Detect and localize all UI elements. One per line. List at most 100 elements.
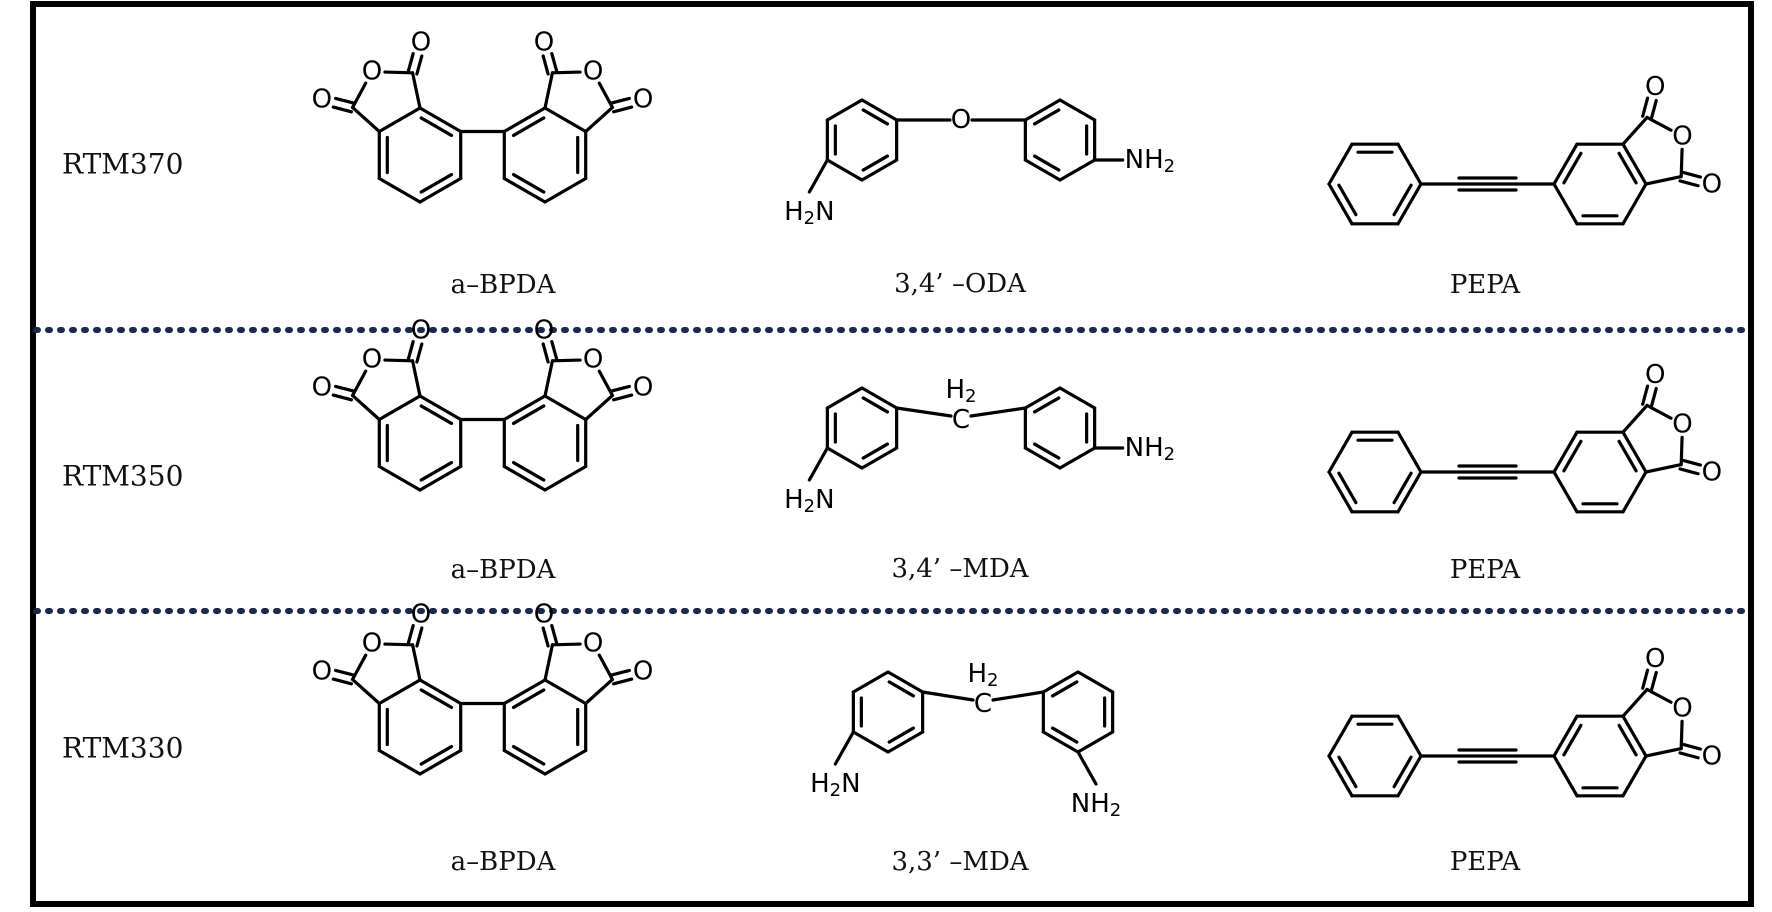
- bond: [612, 393, 634, 402]
- caption-diamine: 3,4’ –ODA: [894, 269, 1027, 299]
- caption-dianhydride: a–BPDA: [451, 555, 557, 585]
- bond: [1617, 439, 1638, 473]
- bond: [1644, 462, 1683, 474]
- bond: [543, 394, 588, 422]
- bond: [415, 54, 424, 76]
- bond: [541, 342, 550, 364]
- bond: [543, 748, 588, 776]
- atom-label: O: [1702, 458, 1722, 488]
- bond: [1617, 151, 1638, 185]
- bond: [1337, 471, 1358, 505]
- bond: [1649, 98, 1658, 121]
- bond: [1552, 142, 1579, 186]
- atom-label: O: [534, 599, 554, 629]
- bond: [543, 106, 588, 134]
- structure-pepa: OOO: [1327, 360, 1722, 514]
- bond: [333, 384, 356, 393]
- bond: [1621, 430, 1648, 474]
- bond: [1327, 182, 1354, 226]
- bond: [807, 446, 829, 482]
- atom-label: O: [411, 599, 431, 629]
- amine-label: NH2: [1125, 433, 1175, 465]
- bond: [1641, 96, 1650, 118]
- bond: [1621, 470, 1648, 514]
- caption-dianhydride: a–BPDA: [451, 847, 557, 877]
- bond: [1396, 714, 1423, 758]
- bond: [860, 98, 899, 122]
- bond: [331, 677, 353, 686]
- bond: [418, 176, 463, 204]
- bond: [1327, 470, 1354, 514]
- bond: [1678, 751, 1700, 760]
- bond: [807, 158, 829, 194]
- bond: [1023, 386, 1062, 410]
- bond: [1644, 746, 1683, 758]
- atom-label: O: [633, 84, 653, 114]
- bond: [502, 176, 547, 204]
- bond: [825, 98, 864, 122]
- bond: [419, 116, 454, 138]
- atom-label: O: [1672, 409, 1692, 439]
- atom-label: O: [583, 57, 603, 87]
- bond: [1552, 182, 1579, 226]
- bond: [543, 678, 588, 706]
- bond: [609, 668, 632, 677]
- bond: [1621, 142, 1648, 186]
- atom-label: O: [534, 315, 554, 345]
- bond: [1041, 730, 1080, 754]
- row-label: RTM350: [62, 460, 183, 493]
- amine-label: H2N: [810, 769, 860, 801]
- bond: [377, 394, 422, 422]
- atom-label: O: [583, 345, 603, 375]
- bond: [887, 726, 916, 744]
- bond: [861, 154, 890, 172]
- amine-label: H2N: [784, 197, 834, 229]
- bond: [419, 460, 454, 482]
- bond: [377, 464, 422, 492]
- bond: [1621, 754, 1648, 798]
- bond: [1023, 158, 1062, 182]
- bond: [410, 71, 422, 110]
- atom-label: O: [1645, 644, 1665, 674]
- bond: [1337, 183, 1358, 217]
- bond: [1058, 446, 1097, 470]
- bond: [1327, 142, 1354, 186]
- atom-label: O: [1702, 742, 1722, 772]
- bond: [502, 748, 547, 776]
- bond: [418, 106, 463, 134]
- bond: [609, 384, 632, 393]
- bond: [1023, 446, 1062, 470]
- caption-diamine: 3,4’ –MDA: [891, 554, 1029, 584]
- bond: [861, 396, 890, 414]
- bond: [825, 386, 864, 410]
- bond: [543, 176, 588, 204]
- bond: [1396, 754, 1423, 798]
- caption-dianhydride: a–BPDA: [451, 270, 557, 300]
- atom-label: O: [1672, 693, 1692, 723]
- bond: [377, 748, 422, 776]
- bond: [1327, 430, 1354, 474]
- bond: [1050, 726, 1079, 744]
- bond: [584, 677, 615, 706]
- bond: [502, 106, 547, 134]
- atom-label: O: [1672, 121, 1692, 151]
- bond: [550, 339, 559, 362]
- atom-label: O: [411, 27, 431, 57]
- bond: [1621, 403, 1649, 434]
- bond: [860, 386, 899, 410]
- bond: [377, 106, 422, 134]
- bond: [825, 158, 864, 182]
- bond: [1552, 754, 1579, 798]
- atom-label: O: [1645, 72, 1665, 102]
- bond: [1641, 384, 1650, 406]
- bond: [851, 730, 890, 754]
- bond: [833, 730, 855, 766]
- bond: [543, 71, 555, 110]
- bond: [511, 404, 546, 426]
- structure-pepa: OOO: [1327, 644, 1722, 798]
- bond: [1552, 470, 1579, 514]
- atom-label: O: [534, 27, 554, 57]
- bond: [1023, 98, 1062, 122]
